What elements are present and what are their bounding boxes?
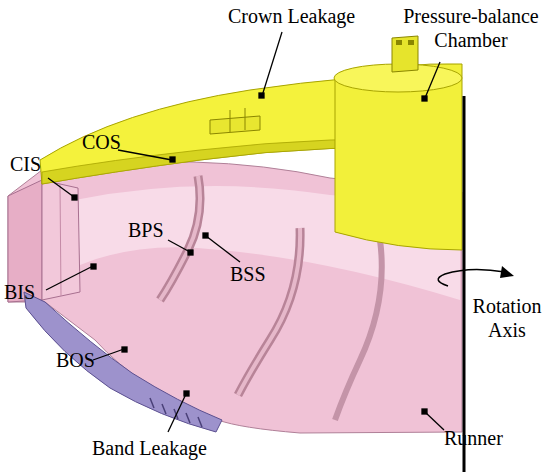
leader-line (93, 349, 124, 360)
chamber-bracket (392, 36, 418, 72)
leader-dot (184, 391, 189, 396)
leader-line (168, 394, 186, 432)
part-label: Band Leakage (92, 436, 207, 460)
rotation-arrowhead (500, 266, 514, 278)
crown-labyrinth (210, 108, 260, 134)
leader-line (48, 178, 74, 197)
runner-blade (160, 176, 200, 300)
face-edge (60, 184, 61, 296)
band (24, 292, 222, 432)
runner-blade (238, 228, 300, 395)
part-label: BIS (4, 280, 35, 304)
leader-dot (91, 264, 96, 269)
leader-dot (188, 250, 193, 255)
leader-lines (46, 32, 444, 432)
leader-line (425, 62, 440, 98)
leader-line (425, 412, 444, 430)
leader-dot (259, 93, 264, 98)
runner-blade (335, 240, 382, 420)
part-label: Crown Leakage (228, 4, 355, 28)
part-label: Pressure-balance Chamber (395, 4, 547, 52)
part-label: BOS (56, 348, 95, 372)
part-label: BSS (230, 262, 266, 286)
leader-line (118, 150, 172, 160)
part-label: COS (82, 130, 121, 154)
rotation-axis (463, 96, 466, 472)
leader-dot (422, 409, 427, 414)
runner-blade (238, 228, 300, 395)
leader-dot (203, 233, 208, 238)
runner-blade (160, 176, 200, 300)
part-label: Runner (444, 426, 503, 450)
leader-line (46, 266, 93, 290)
bracket-hole (408, 40, 414, 45)
leader-dot (170, 157, 175, 162)
leader-dot (122, 347, 127, 352)
leader-dot (422, 96, 427, 101)
leader-line (168, 240, 190, 252)
band-seal-teeth (150, 398, 202, 427)
part-label: Rotation Axis (467, 294, 547, 342)
leader-line (206, 236, 240, 262)
leader-line (262, 32, 282, 96)
part-label: BPS (128, 218, 164, 242)
part-label: CIS (10, 152, 41, 176)
leader-dot (72, 195, 77, 200)
pressure-balance-chamber (335, 64, 462, 250)
bracket-hole (396, 40, 402, 45)
rotation-arrow (438, 269, 505, 286)
